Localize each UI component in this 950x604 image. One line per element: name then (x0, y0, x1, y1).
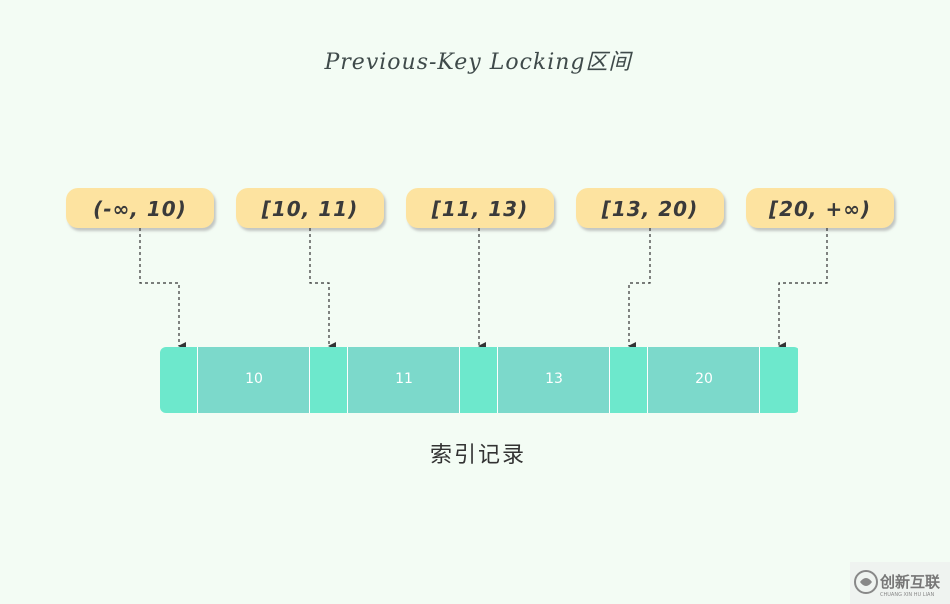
range-label: [20, +∞) (768, 197, 871, 221)
record-cell (498, 347, 610, 413)
diagram-title: Previous-Key Locking区间 (323, 50, 633, 75)
gap-cell (160, 347, 198, 413)
record-cell (648, 347, 760, 413)
record-key: 11 (395, 371, 413, 387)
watermark-logo: 创新互联 CHUANG XIN HU LIAN (850, 562, 950, 604)
gap-cell (610, 347, 648, 413)
range-box-bg (746, 188, 894, 228)
range-label: [11, 13) (431, 197, 529, 221)
range-box: [11, 13) (406, 188, 554, 228)
connector-arrows (139, 228, 828, 350)
range-box-bg (406, 188, 554, 228)
record-cell (198, 347, 310, 413)
record-key: 10 (245, 371, 263, 387)
watermark-subtitle: CHUANG XIN HU LIAN (880, 592, 934, 598)
connector-arrow (778, 228, 828, 350)
record-key: 20 (695, 371, 713, 387)
range-box: [10, 11) (236, 188, 384, 228)
range-box-bg (66, 188, 214, 228)
range-box-bg (236, 188, 384, 228)
gap-cell (460, 347, 498, 413)
connector-arrow (309, 228, 336, 350)
range-label: [10, 11) (261, 197, 359, 221)
watermark-name: 创新互联 (879, 573, 941, 591)
gap-cell (310, 347, 348, 413)
connector-arrow (139, 228, 186, 350)
connector-arrow (628, 228, 651, 350)
record-cell (348, 347, 460, 413)
gap-cell (760, 347, 798, 413)
index-record-caption: 索引记录 (430, 443, 526, 468)
range-boxes: (-∞, 10) [10, 11) [11, 13) [13, 20) [20, +∞) (66, 188, 894, 228)
record-key: 13 (545, 371, 563, 387)
range-box: [13, 20) (576, 188, 724, 228)
range-box-bg (576, 188, 724, 228)
range-box: (-∞, 10) (66, 188, 214, 228)
range-box: [20, +∞) (746, 188, 894, 228)
logo-icon (854, 570, 878, 594)
index-record-strip: 10 11 13 20 (160, 347, 798, 413)
range-label: [13, 20) (601, 197, 699, 221)
range-label: (-∞, 10) (93, 197, 187, 221)
